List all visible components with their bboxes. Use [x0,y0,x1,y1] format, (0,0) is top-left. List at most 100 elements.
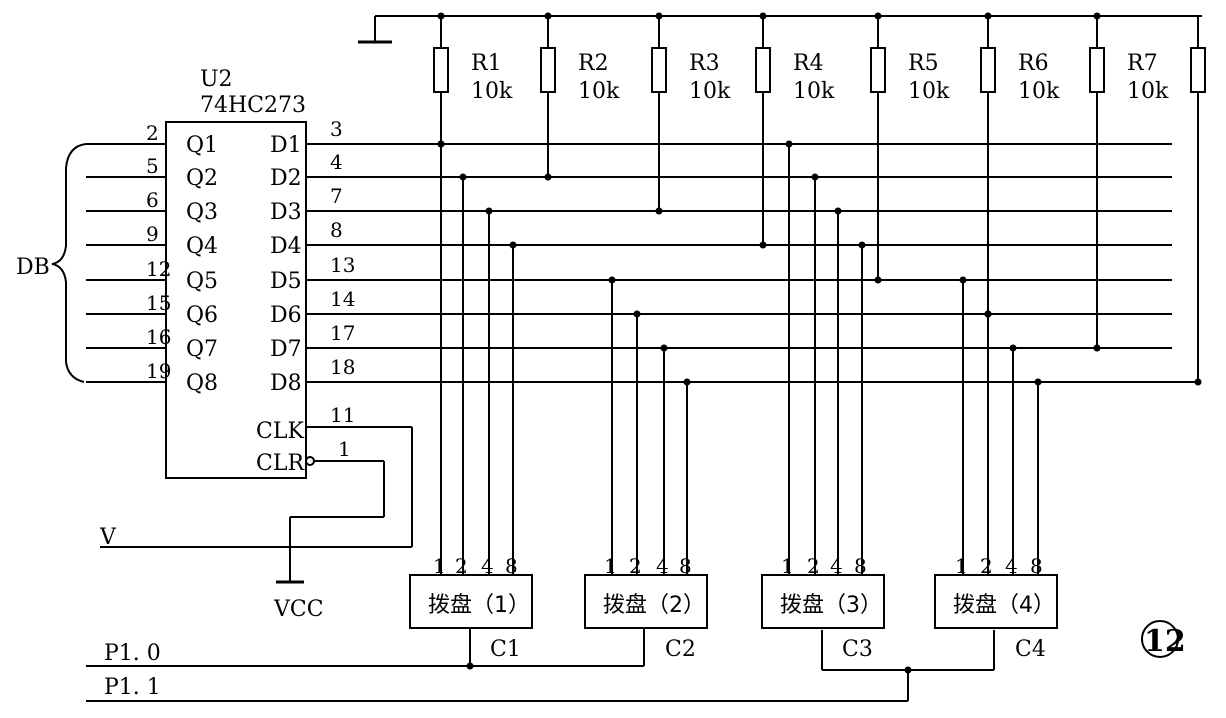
d-pin-number: 17 [330,321,355,345]
q-pin-label: Q7 [186,337,218,362]
resistor-body [980,47,996,93]
chip-ref: U2 [200,67,233,92]
switch-pin-number: 8 [679,554,692,578]
resistor-body [1190,47,1206,93]
resistor-body [1089,47,1105,93]
d-pin-number: 4 [330,150,343,174]
d-pin-label: D2 [270,166,302,191]
resistor-body [870,47,886,93]
d-pin-number: 7 [330,184,343,208]
resistor-body [540,47,556,93]
q-pin-number: 16 [146,325,171,349]
data-bus-lines [306,140,1198,575]
q-pin-label: Q4 [186,234,218,259]
db-bus-label: DB [16,255,50,280]
resistor-ref: R7 [1127,51,1158,76]
q-pin-number: 9 [146,222,159,246]
resistor-body [755,47,771,93]
clr-pin-label: CLR [256,451,305,476]
q-pin-label: Q5 [186,269,218,294]
resistor-ref: R1 [471,51,502,76]
resistor-value: 10k [578,79,620,104]
q-pin-label: Q8 [186,371,218,396]
p11-label: P1. 1 [104,675,161,700]
switch-ref: C2 [665,637,696,662]
switch-pin-number: 4 [656,554,669,578]
d-pin-number: 14 [330,287,355,311]
q-pin-number: 6 [146,188,159,212]
resistor-value: 10k [1127,79,1169,104]
d-pin-number: 8 [330,218,343,242]
switch-pin-number: 2 [629,554,642,578]
port-control-lines: P1. 0 P1. 1 [86,628,995,702]
resistor-body [433,47,449,93]
clock-clear-wiring: CLK 11 V CLR 1 VCC [99,403,413,622]
chip-part: 74HC273 [200,93,306,118]
d-pin-number: 13 [330,253,355,277]
resistor-body [651,47,667,93]
q-pin-number: 19 [146,359,171,383]
d-pin-number: 3 [330,117,343,141]
q-pin-label: Q1 [186,133,218,158]
switch-label: 拨盘（1） [428,593,530,618]
d-pin-label: D6 [270,303,302,328]
switch-pin-number: 1 [955,554,968,578]
vcc-label: VCC [273,597,324,622]
switch-pin-number: 4 [830,554,843,578]
p10-label: P1. 0 [104,641,161,666]
clk-pin-label: CLK [256,419,304,444]
resistor-ref: R6 [1018,51,1049,76]
d-pin-label: D1 [270,133,302,158]
switch-label: 拨盘（2） [603,593,705,618]
switch-label: 拨盘（4） [953,593,1055,618]
switch-pin-number: 1 [433,554,446,578]
q-pin-label: Q3 [186,200,218,225]
d-pin-label: D3 [270,200,302,225]
switch-pin-number: 8 [1030,554,1043,578]
d-pin-number: 18 [330,355,355,379]
switch-ref: C3 [842,637,873,662]
resistor-value: 10k [1018,79,1060,104]
d-pin-label: D4 [270,234,302,259]
switch-pin-number: 8 [505,554,518,578]
resistor-ref: R5 [908,51,939,76]
clr-pin-number: 1 [338,437,351,461]
q-pin-number: 12 [146,257,171,281]
switch-pin-number: 4 [481,554,494,578]
switch-pin-number: 8 [854,554,867,578]
switch-ref: C4 [1015,637,1046,662]
figure-number-badge: 12 [1141,620,1186,659]
d-pin-label: D8 [270,371,302,396]
db-bus-brace: DB [16,143,87,383]
switch-pin-number: 1 [781,554,794,578]
resistor-ref: R3 [689,51,720,76]
figure-number: 12 [1144,624,1186,659]
q-pin-number: 2 [146,121,159,145]
resistor-ref: R4 [793,51,824,76]
switch-pin-number: 2 [980,554,993,578]
switch-label: 拨盘（3） [780,593,882,618]
switch-pin-number: 2 [455,554,468,578]
switch-pin-number: 1 [604,554,617,578]
d-pin-label: D7 [270,337,302,362]
switch-ref: C1 [490,637,521,662]
clk-pin-number: 11 [330,403,355,427]
resistor-value: 10k [689,79,731,104]
resistor-value: 10k [471,79,513,104]
q-pin-label: Q2 [186,166,218,191]
resistor-value: 10k [793,79,835,104]
q-pin-label: Q6 [186,303,218,328]
q-pin-number: 15 [146,291,171,315]
top-rail [358,12,1202,44]
q-pin-number: 5 [146,154,159,178]
v-signal-label: V [99,525,117,550]
switch-pin-number: 2 [807,554,820,578]
d-pin-label: D5 [270,269,302,294]
